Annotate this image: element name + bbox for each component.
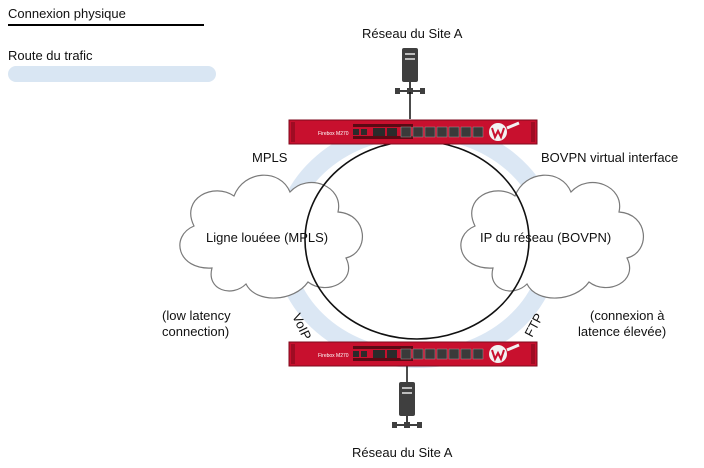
legend-route-label: Route du trafic [8,48,93,63]
firebox-top-model: Firebox M270 [318,131,349,137]
link-mpls-label: MPLS [252,150,288,165]
legend-route-bar [8,66,216,82]
site-top-label: Réseau du Site A [362,26,463,41]
cloud-left-label: Ligne louéee (MPLS) [206,230,329,245]
high-latency-note-line1: (connexion à [590,308,665,323]
site-bottom-label: Réseau du Site A [352,445,453,460]
legend-physical-line [8,24,204,26]
high-latency-note-line2: latence élevée) [578,324,667,339]
server-bottom-icon [392,382,422,428]
cloud-right-label: IP du réseau (BOVPN) [480,230,612,245]
server-top-icon [395,48,425,94]
link-bovpn-label: BOVPN virtual interface [541,150,679,165]
low-latency-note-line1: (low latency [162,308,231,323]
firebox-bottom-model: Firebox M270 [318,353,349,359]
low-latency-note-line2: connection) [162,324,230,339]
legend-physical-label: Connexion physique [8,6,126,21]
